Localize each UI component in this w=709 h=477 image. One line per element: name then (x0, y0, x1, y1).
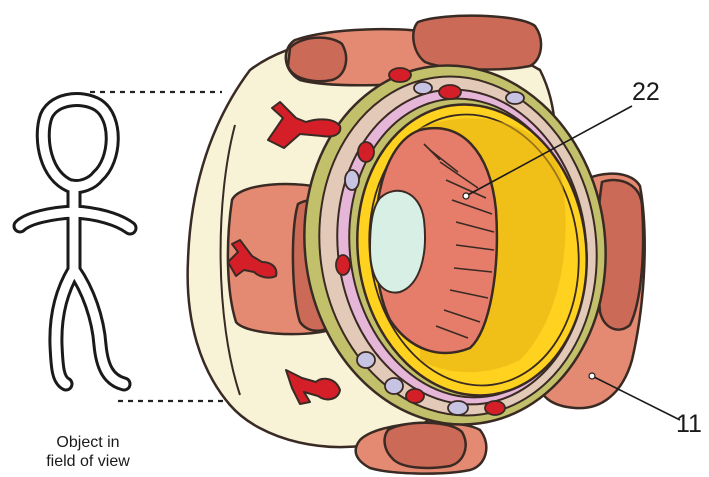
leader-dot-22 (463, 193, 469, 199)
lens (370, 191, 425, 293)
caption: Object in field of view (18, 433, 158, 471)
callout-11: 11 (676, 410, 702, 439)
leader-dot-11 (589, 373, 595, 379)
caption-line-1: Object in (18, 433, 158, 452)
callout-22: 22 (632, 78, 660, 107)
inferior-muscle (356, 423, 487, 474)
caption-line-2: field of view (18, 452, 158, 471)
